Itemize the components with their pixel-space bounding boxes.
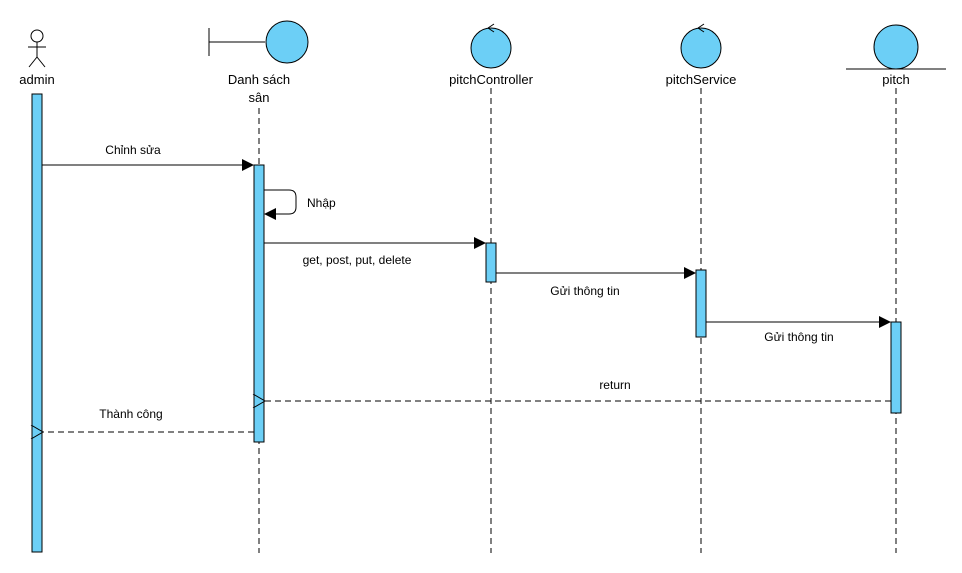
participant-pitch: pitch [846,24,946,87]
participant-pitch-service: pitchService [666,23,737,87]
control-icon [470,23,512,69]
self-message-arrow [264,189,297,220]
message-label: Thành công [99,407,162,421]
message-label: get, post, put, delete [303,253,412,267]
participant-label-line2: sân [249,90,270,105]
message-thanh-cong: Thành công [43,407,254,432]
message-label: Gửi thông tin [550,284,619,298]
message-label: Nhập [307,196,336,210]
entity-icon [846,24,946,70]
message-gui-thong-tin-2: Gửi thông tin [706,316,891,344]
participant-danh-sach-san: Danh sách sân [208,20,309,105]
activation-bar-pitch-controller [485,242,497,283]
participant-admin: admin [19,29,55,87]
participant-label: pitchService [666,72,737,87]
message-label: Chỉnh sửa [105,143,161,157]
boundary-icon [208,20,309,64]
message-chinh-sua: Chỉnh sửa [42,143,254,171]
control-icon [680,23,722,69]
participant-label: Danh sách [228,72,290,87]
message-crud: get, post, put, delete [264,237,486,267]
activation-bar-danh-sach-san [253,164,265,443]
participant-label: admin [19,72,54,87]
message-label: return [599,378,630,392]
actor-icon [28,29,46,68]
activation-bar-pitch [890,321,902,414]
participant-label: pitch [882,72,909,87]
activation-bar-pitch-service [695,269,707,338]
message-gui-thong-tin-1: Gửi thông tin [496,267,696,298]
participant-pitch-controller: pitchController [449,23,534,87]
message-return: return [265,378,891,401]
participant-label: pitchController [449,72,533,87]
message-label: Gửi thông tin [764,330,833,344]
message-nhap: Nhập [264,189,336,220]
activation-bar-admin [31,93,43,553]
